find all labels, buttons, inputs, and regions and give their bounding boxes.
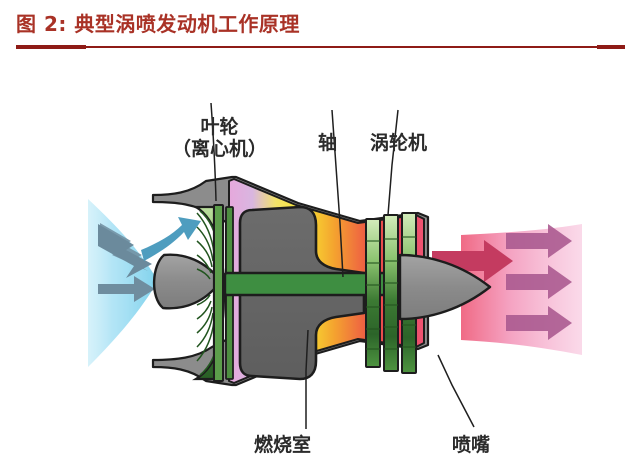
label-shaft: 轴 [318, 132, 338, 154]
turbine-stage-1 [365, 218, 381, 368]
leader-line-turbine [387, 109, 399, 216]
intake-arrow-lower [98, 276, 155, 302]
title-rule-accent-left [16, 45, 86, 49]
title-rule [16, 46, 625, 48]
label-combustion-chamber: 燃烧室 [254, 434, 312, 456]
turbine-stage-2 [383, 214, 399, 372]
label-turbine: 涡轮机 [370, 132, 428, 154]
label-nozzle: 喷嘴 [452, 434, 491, 456]
label-impeller: 叶轮 （离心机） [172, 116, 268, 161]
leader-line-impeller [210, 102, 217, 202]
page-title: 图 2: 典型涡喷发动机工作原理 [16, 12, 300, 36]
exhaust-cone [398, 253, 492, 321]
leader-line-combustor [305, 329, 309, 429]
intake-arrow-curved [141, 217, 201, 261]
engine-diagram: 叶轮 （离心机） 轴 涡轮机 燃烧室 喷嘴 [0, 55, 641, 456]
centrifugal-impeller [192, 204, 234, 382]
intake-arrow-upper [98, 223, 152, 278]
exhaust-arrow-hot [432, 240, 513, 282]
exhaust-arrows-cool [506, 224, 572, 340]
leader-line-shaft [331, 109, 344, 278]
leader-lines [210, 102, 475, 429]
nose-cone [152, 253, 223, 310]
label-impeller-line1: 叶轮 [200, 116, 239, 138]
turbojet-cutaway-illustration [88, 102, 582, 429]
title-rule-accent-right [597, 45, 625, 49]
intake-airflow-region [88, 199, 158, 367]
label-impeller-line2: （离心机） [172, 137, 268, 160]
figure-root: 图 2: 典型涡喷发动机工作原理 [0, 12, 641, 456]
leader-line-nozzle [437, 354, 475, 428]
